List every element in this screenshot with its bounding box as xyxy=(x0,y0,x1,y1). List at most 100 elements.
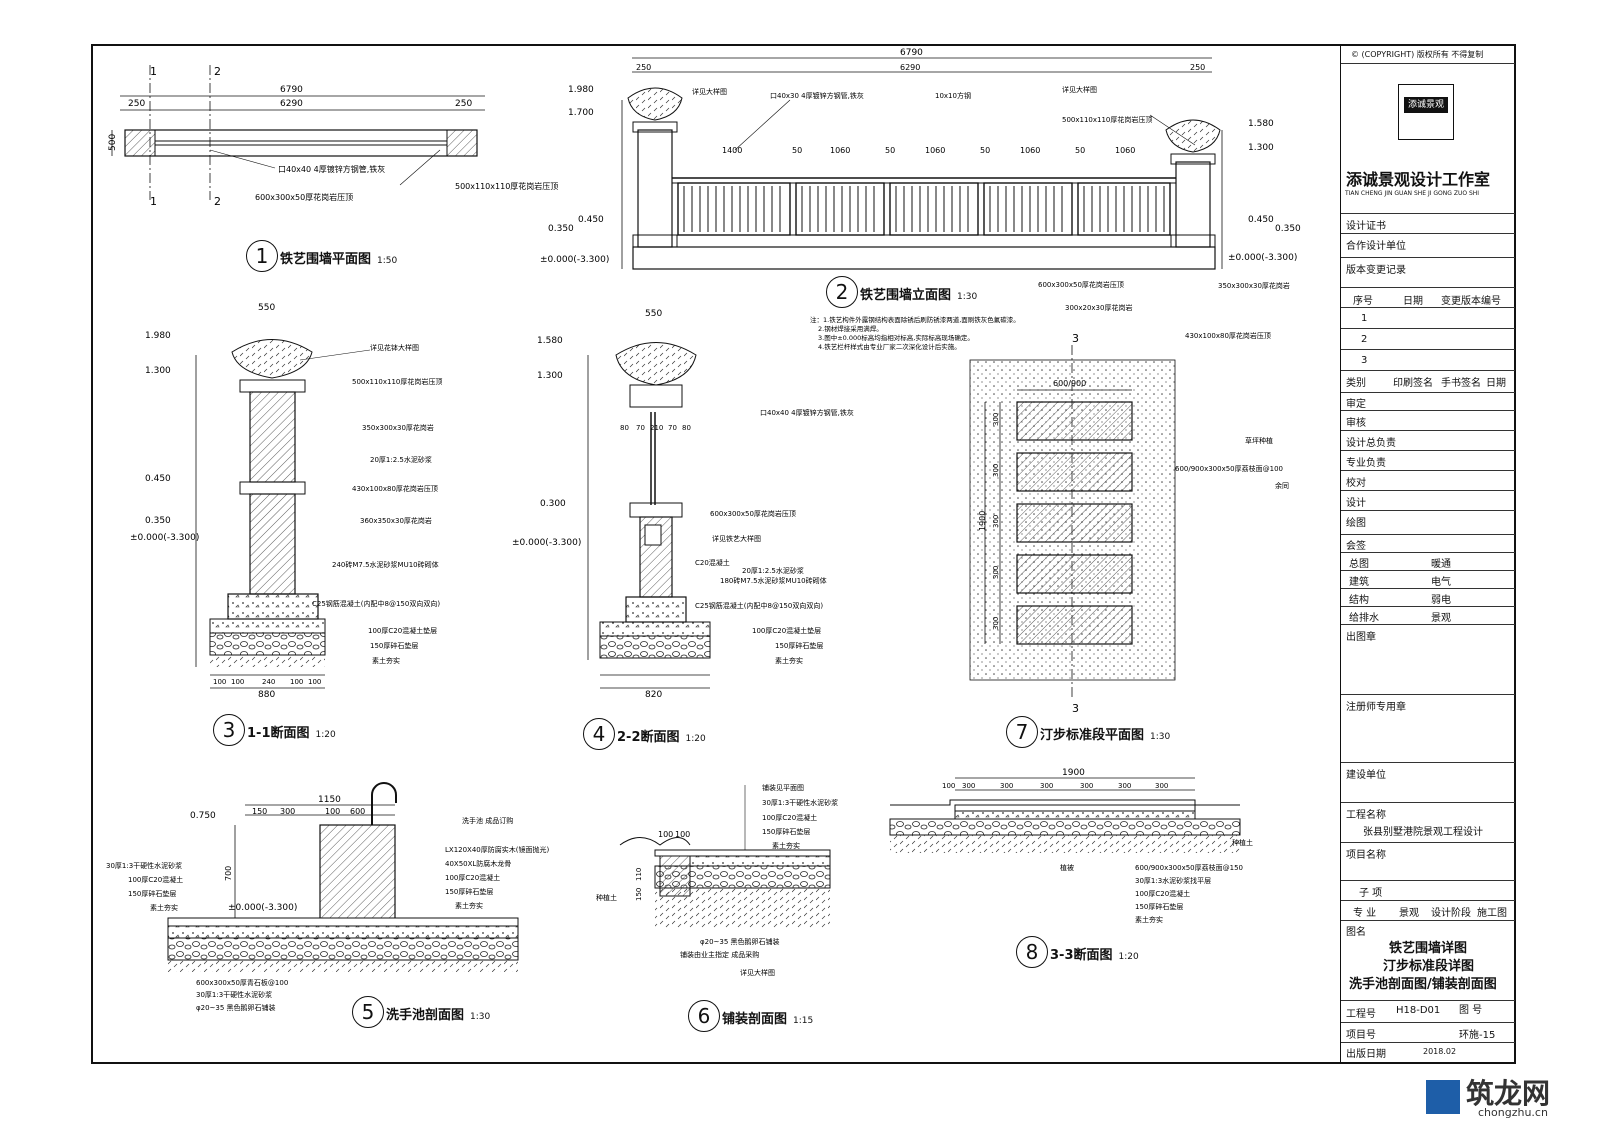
drawing-scale: 1:20 xyxy=(315,730,336,740)
pave-note-9: 详见大样图 xyxy=(740,968,775,977)
s33-dim-4: 300 xyxy=(1040,782,1053,790)
cert-label: 设计证书 xyxy=(1346,221,1386,232)
watermark: 筑龙网 chongzhu.cn xyxy=(1410,1050,1600,1125)
drawing-name-label: 图名 xyxy=(1346,927,1366,938)
elev-dim-4: 50 xyxy=(885,146,895,155)
elev-dim-total: 6790 xyxy=(900,48,923,58)
client-label: 建设单位 xyxy=(1346,770,1386,781)
countersign-left: 给排水 xyxy=(1349,613,1379,624)
s22-note-6: 180砖M7.5水泥砂浆MU10砖砌体 xyxy=(720,576,827,585)
sign-header: 类别 印刷签名 手书签名 日期 xyxy=(1341,371,1515,393)
drawing-frame xyxy=(91,44,1516,1064)
pave-note-7: φ20~35 黑色鹅卵石铺装 xyxy=(700,937,780,946)
project-name: 张县别墅港院景观工程设计 xyxy=(1363,827,1483,838)
drawing-number: 2 xyxy=(826,276,858,308)
sub-row: 子 项 xyxy=(1341,881,1515,901)
discipline-row: 专 业 景观 设计阶段 施工图 xyxy=(1341,901,1515,921)
elev-note-6: 600x300x50厚花岗岩压顶 xyxy=(1038,280,1124,289)
s33-note-4: 30厚1:3水泥砂浆找平层 xyxy=(1135,876,1211,885)
drawing-scale: 1:30 xyxy=(1150,732,1171,742)
drawing-title-text: 铁艺围墙平面图 xyxy=(280,252,372,267)
elev-note-9: 430x100x80厚花岗岩压顶 xyxy=(1185,331,1271,340)
sign-header-print: 印刷签名 xyxy=(1393,378,1433,389)
basin-note-3: 40X50XL防腐木龙骨 xyxy=(445,859,511,868)
elev-dim-r: 250 xyxy=(1190,63,1205,72)
basin-dim-total: 1150 xyxy=(318,795,341,805)
s22-note-4: C20混凝土 xyxy=(695,558,730,567)
elev-level-7: 1.300 xyxy=(1248,143,1274,153)
sign-row: 绘图 xyxy=(1341,511,1515,535)
sign-role: 审核 xyxy=(1346,418,1366,429)
drawing-number: 7 xyxy=(1006,716,1038,748)
countersign-item: 给排水 景观 xyxy=(1341,607,1515,625)
sign-role: 绘图 xyxy=(1346,518,1366,529)
s22-note-1: 口40x40 4厚镀锌方钢管,铁灰 xyxy=(760,408,854,417)
s22-level-1: 1.580 xyxy=(537,336,563,346)
item-row: 项目名称 xyxy=(1341,843,1515,881)
studio-logo: 添诚景观 xyxy=(1398,84,1454,140)
countersign-right: 景观 xyxy=(1431,613,1451,624)
s22-dim-top: 550 xyxy=(645,309,662,319)
drawing-scale: 1:20 xyxy=(685,734,706,744)
pave-note-8: 铺装由业主指定 成品采购 xyxy=(680,950,759,959)
basin-level-1: 0.750 xyxy=(190,811,216,821)
elev-level-8: 0.450 xyxy=(1248,215,1274,225)
elev-dim-5: 1060 xyxy=(925,146,945,155)
drawing-scale: 1:50 xyxy=(377,256,398,266)
elev-dim-7: 1060 xyxy=(1020,146,1040,155)
basin-note-12: 30厚1:3干硬性水泥砂浆 xyxy=(196,990,272,999)
s22-level-2: 1.300 xyxy=(537,371,563,381)
s33-dim-3: 300 xyxy=(1000,782,1013,790)
coop-label: 合作设计单位 xyxy=(1346,241,1406,252)
proj-head-label: 项目号 xyxy=(1346,1030,1376,1041)
issue-stamp-row: 出图章 xyxy=(1341,625,1515,695)
studio-row: 添诚景观 添诚景观设计工作室 TIAN CHENG JIN GUAN SHE J… xyxy=(1341,64,1515,214)
s11-dim-b: 100 xyxy=(231,678,244,686)
s33-dim-5: 300 xyxy=(1080,782,1093,790)
plan-sec-2-bot: 2 xyxy=(214,195,221,208)
general-note-4: 4.铁艺栏杆样式由专业厂家二次深化设计后实施。 xyxy=(818,342,961,351)
drawing-title-text: 洗手池剖面图 xyxy=(386,1008,465,1023)
coop-row: 合作设计单位 xyxy=(1341,234,1515,258)
sign-role: 校对 xyxy=(1346,478,1366,489)
plan-view xyxy=(111,65,485,200)
countersign-right: 弱电 xyxy=(1431,595,1451,606)
basin-note-11: 600x300x50厚青石板@100 xyxy=(196,978,288,987)
basin-note-10: 素土夯实 xyxy=(150,903,178,912)
studio-name: 添诚景观设计工作室 xyxy=(1346,170,1491,189)
countersign-left: 结构 xyxy=(1349,595,1369,606)
plan-note-tube: 口40x40 4厚镀锌方钢管,铁灰 xyxy=(278,164,385,174)
plan-sec-1-top: 1 xyxy=(150,65,157,78)
drawing-scale: 1:30 xyxy=(470,1012,491,1022)
rev-row-3: 3 xyxy=(1341,350,1515,371)
s22-dim-c: 210 xyxy=(650,424,663,432)
s22-dim-a: 80 xyxy=(620,424,629,432)
plan-dim-right: 250 xyxy=(455,99,472,109)
countersign-left: 建筑 xyxy=(1349,577,1369,588)
project-row: 工程名称 张县别墅港院景观工程设计 xyxy=(1341,803,1515,843)
drawing-number: 8 xyxy=(1016,936,1048,968)
s33-note-6: 150厚碎石垫层 xyxy=(1135,902,1183,911)
s22-dim-b: 70 xyxy=(636,424,645,432)
elev-level-1: 1.980 xyxy=(568,85,594,95)
s33-note-5: 100厚C20混凝土 xyxy=(1135,889,1190,898)
elev-note-8: 350x300x30厚花岗岩 xyxy=(1218,281,1290,290)
s33-dim-2: 300 xyxy=(962,782,975,790)
rev-row-2: 2 xyxy=(1341,329,1515,350)
stepping-plan xyxy=(969,345,1176,700)
title-block: © (COPYRIGHT) 版权所有 不得复制 添诚景观 添诚景观设计工作室 T… xyxy=(1340,46,1515,1062)
basin-note-1: 洗手池 成品订购 xyxy=(462,816,513,825)
s11-dim-e: 100 xyxy=(308,678,321,686)
drawing-scale: 1:20 xyxy=(1118,952,1139,962)
watermark-url: chongzhu.cn xyxy=(1478,1106,1548,1119)
discipline-label: 专 业 xyxy=(1353,908,1377,919)
stage-label: 设计阶段 xyxy=(1431,908,1471,919)
countersign-item: 建筑电气 xyxy=(1341,571,1515,589)
pave-dim-c: 110 xyxy=(635,868,643,881)
sign-row: 审核 xyxy=(1341,411,1515,431)
rev-header-version: 变更版本编号 xyxy=(1441,296,1501,307)
drawing-scale: 1:15 xyxy=(793,1016,814,1026)
general-note-3: 3.图中±0.000标高均指相对标高,实际标高现场确定。 xyxy=(818,333,974,342)
